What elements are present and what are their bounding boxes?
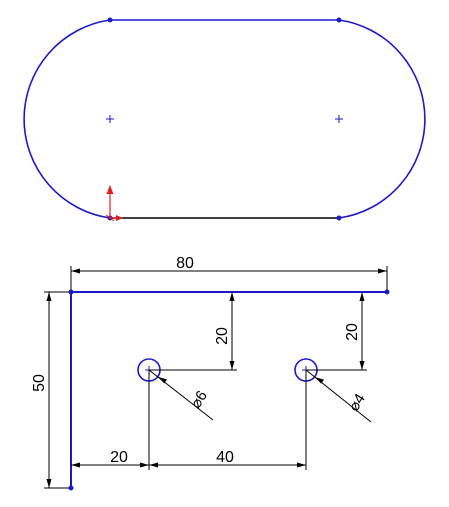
dimension-hole-left-offset-x[interactable]: 20 [71, 370, 150, 470]
dimension-value-overall-width[interactable]: 80 [176, 255, 194, 272]
slot-left-arc[interactable] [23, 19, 111, 219]
dimension-value-hole-right-diameter[interactable]: ⌀4 [345, 391, 369, 415]
dimension-value-hole-left-offset-y[interactable]: 20 [214, 327, 231, 345]
center-plus-right[interactable] [335, 115, 343, 123]
sketch-point-bottom-right[interactable] [336, 215, 342, 221]
center-plus-left[interactable] [106, 115, 114, 123]
dimension-hole-left-diameter[interactable]: ⌀6 [148, 369, 214, 421]
sketch-point-top-left[interactable] [107, 17, 113, 23]
dimension-value-hole-right-offset-y[interactable]: 20 [344, 323, 361, 341]
dimension-hole-right-diameter[interactable]: ⌀4 [305, 369, 372, 423]
sketch-point-top-right[interactable] [336, 17, 342, 23]
slot-sketch[interactable] [23, 17, 426, 222]
dimension-hole-left-offset-y[interactable]: 20 [149, 292, 237, 371]
dimension-hole-right-offset-y[interactable]: 20 [306, 292, 367, 371]
dimension-value-hole-left-diameter[interactable]: ⌀6 [187, 388, 211, 412]
dimension-hole-spacing-x[interactable]: 40 [149, 370, 307, 470]
slot-outline-top-and-arcs[interactable] [110, 19, 426, 219]
sketch-point-bottom-end[interactable] [68, 485, 74, 491]
sketch-point-top-right-end[interactable] [384, 289, 390, 295]
dimension-overall-height[interactable]: 50 [31, 291, 69, 489]
dimension-overall-width[interactable]: 80 [70, 255, 388, 290]
origin-icon [105, 185, 123, 222]
dimension-value-hole-left-offset-x[interactable]: 20 [110, 449, 128, 466]
sketch-point-top-left-corner[interactable] [68, 289, 74, 295]
dimension-value-hole-spacing-x[interactable]: 40 [216, 449, 234, 466]
dimension-value-overall-height[interactable]: 50 [31, 374, 48, 392]
dimensioned-sketch[interactable]: 80 50 20 40 [31, 255, 390, 491]
